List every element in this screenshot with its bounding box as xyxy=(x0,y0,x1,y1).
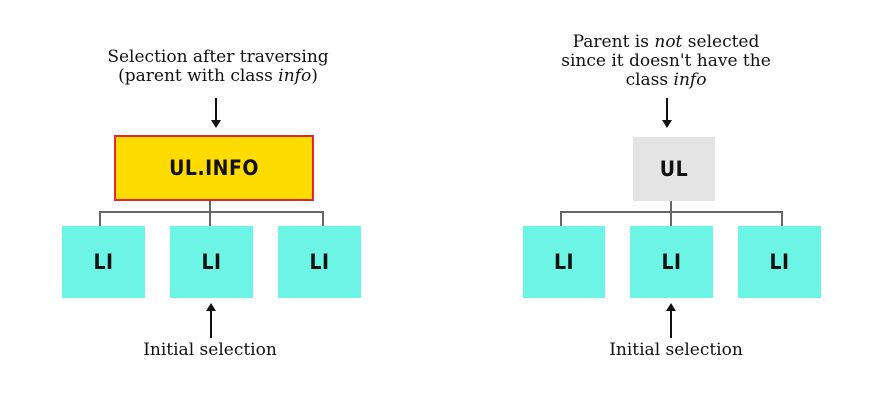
right-panel: Parent is not selected since it doesn't … xyxy=(440,0,880,407)
right-top-caption: Parent is not selected since it doesn't … xyxy=(516,33,816,90)
left-child-node-1: LI xyxy=(62,226,145,298)
left-top-caption: Selection after traversing (parent with … xyxy=(60,48,376,86)
left-child-label-3: LI xyxy=(309,250,330,274)
left-bottom-caption: Initial selection xyxy=(143,340,277,360)
left-top-caption-line2: (parent with class info) xyxy=(118,66,318,86)
left-child-node-3: LI xyxy=(278,226,361,298)
right-top-caption-line1: Parent is not selected xyxy=(572,32,760,52)
right-bottom-arrow-head xyxy=(666,303,676,311)
right-child-label-2: LI xyxy=(661,250,682,274)
left-connector-drop-3 xyxy=(322,211,324,226)
left-connector-drop-1 xyxy=(99,211,101,226)
left-child-label-1: LI xyxy=(93,250,114,274)
left-child-node-2: LI xyxy=(170,226,253,298)
right-top-caption-line2: since it doesn't have the xyxy=(561,51,771,71)
right-bottom-caption: Initial selection xyxy=(609,340,743,360)
right-top-arrow-head xyxy=(662,120,672,128)
right-child-node-1: LI xyxy=(523,226,605,298)
right-child-node-2: LI xyxy=(630,226,713,298)
right-connector-drop-1 xyxy=(560,211,562,226)
right-child-node-3: LI xyxy=(738,226,821,298)
left-connector-drop-2 xyxy=(209,211,211,226)
right-top-arrow-shaft xyxy=(666,98,668,120)
left-top-arrow-shaft xyxy=(215,98,217,120)
right-bottom-arrow-shaft xyxy=(670,311,672,338)
left-bottom-arrow-head xyxy=(206,303,216,311)
left-parent-node: UL.INFO xyxy=(114,135,314,201)
left-parent-label: UL.INFO xyxy=(169,156,259,180)
right-child-label-1: LI xyxy=(553,250,575,274)
left-top-arrow-head xyxy=(211,120,221,128)
left-child-label-2: LI xyxy=(201,250,222,274)
right-child-label-3: LI xyxy=(769,250,790,274)
right-connector-stem xyxy=(670,201,672,212)
right-parent-label: UL xyxy=(659,157,689,181)
left-connector-stem xyxy=(209,201,211,212)
left-connector-bar xyxy=(99,211,324,213)
left-top-caption-line1: Selection after traversing xyxy=(107,47,329,67)
right-parent-node: UL xyxy=(633,137,715,201)
right-connector-drop-3 xyxy=(781,211,783,226)
left-panel: Selection after traversing (parent with … xyxy=(60,48,376,360)
right-connector-drop-2 xyxy=(670,211,672,226)
left-bottom-arrow-shaft xyxy=(210,311,212,338)
right-top-caption-line3: class info xyxy=(625,70,707,90)
